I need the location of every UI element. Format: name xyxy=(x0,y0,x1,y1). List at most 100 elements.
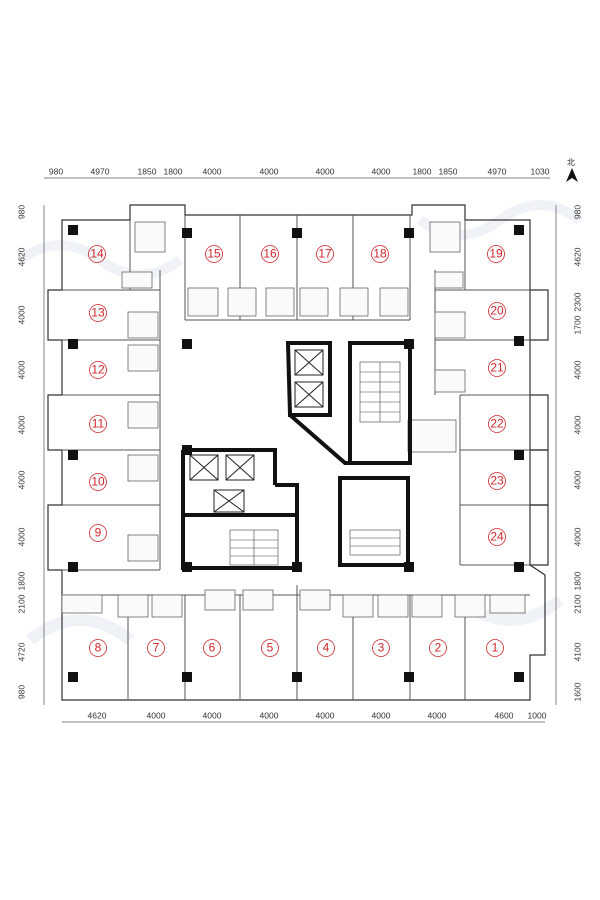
room-number-label: 9 xyxy=(95,526,102,540)
room-number-label: 15 xyxy=(207,247,221,261)
dimension-labels-left: 9804620400040004000400040001800210047209… xyxy=(16,205,26,699)
room-number-label: 6 xyxy=(209,641,216,655)
room-number-label: 21 xyxy=(490,361,504,375)
dimension-label-right: 980 xyxy=(572,205,582,219)
room-number-label: 20 xyxy=(490,304,504,318)
dimension-label-bottom: 4000 xyxy=(316,710,335,720)
elevators xyxy=(189,349,324,513)
room-number-circle xyxy=(203,639,221,657)
dimension-label-right: 4100 xyxy=(572,642,582,661)
room-number-circle xyxy=(261,245,279,263)
room-number-label: 19 xyxy=(489,247,503,261)
room-number-circle xyxy=(317,639,335,657)
dimension-label-bottom: 4000 xyxy=(203,710,222,720)
dimension-label-right: 4000 xyxy=(572,470,582,489)
room-number-label: 13 xyxy=(91,306,105,320)
dimension-label-left: 4720 xyxy=(16,642,26,661)
room-number-circle xyxy=(261,639,279,657)
room-number-circle xyxy=(89,473,107,491)
room-number-label: 5 xyxy=(267,641,274,655)
dimension-label-left: 4000 xyxy=(16,470,26,489)
room-number-circle xyxy=(487,245,505,263)
room-number-circle xyxy=(316,245,334,263)
dimension-label-bottom: 4000 xyxy=(147,710,166,720)
dimension-label-right: 1700 xyxy=(572,315,582,334)
dimension-label-top: 1850 xyxy=(138,166,157,176)
room-number-circle xyxy=(205,245,223,263)
dimension-label-bottom: 4000 xyxy=(260,710,279,720)
stairs xyxy=(229,361,401,566)
dimension-label-top: 1030 xyxy=(531,166,550,176)
room-number-label: 10 xyxy=(91,475,105,489)
dimension-label-top: 4970 xyxy=(488,166,507,176)
room-number-circle xyxy=(89,524,107,542)
bathrooms xyxy=(61,221,526,618)
dimension-label-bottom: 4600 xyxy=(495,710,514,720)
room-number-circle xyxy=(371,245,389,263)
room-number-circle xyxy=(372,639,390,657)
dimension-label-left: 4000 xyxy=(16,360,26,379)
dimension-label-left: 4620 xyxy=(16,247,26,266)
room-number-circle xyxy=(488,415,506,433)
room-number-label: 24 xyxy=(490,530,504,544)
room-number-label: 4 xyxy=(323,641,330,655)
room-number-label: 3 xyxy=(378,641,385,655)
dimension-label-right: 4620 xyxy=(572,247,582,266)
dimension-label-left: 980 xyxy=(16,685,26,699)
room-number-circle xyxy=(488,528,506,546)
room-number-circle xyxy=(488,472,506,490)
dimension-label-top: 4000 xyxy=(316,166,335,176)
dimension-label-left: 4000 xyxy=(16,305,26,324)
columns xyxy=(68,225,524,682)
dimension-label-right: 4000 xyxy=(572,527,582,546)
dimension-label-top: 1850 xyxy=(439,166,458,176)
dimension-lines xyxy=(43,177,557,723)
dimension-label-bottom: 1000 xyxy=(528,710,547,720)
room-number-label: 12 xyxy=(91,363,105,377)
dimension-label-right: 2300 xyxy=(572,292,582,311)
room-number-label: 7 xyxy=(153,641,160,655)
dimension-label-bottom: 4000 xyxy=(428,710,447,720)
dimension-label-right: 4000 xyxy=(572,360,582,379)
room-number-circle xyxy=(89,304,107,322)
dimension-label-top: 4000 xyxy=(203,166,222,176)
dimension-label-top: 980 xyxy=(49,166,63,176)
room-number-label: 14 xyxy=(90,247,104,261)
room-number-circle xyxy=(89,415,107,433)
room-number-label: 23 xyxy=(490,474,504,488)
dimension-label-left: 980 xyxy=(16,205,26,219)
dimension-label-right: 1600 xyxy=(572,682,582,701)
dimension-label-left: 1800 xyxy=(16,571,26,590)
room-number-circle xyxy=(486,639,504,657)
room-number-circle xyxy=(88,245,106,263)
dimension-label-top: 4970 xyxy=(91,166,110,176)
dimension-label-right: 4000 xyxy=(572,415,582,434)
dimension-label-top: 4000 xyxy=(260,166,279,176)
room-number-circle xyxy=(429,639,447,657)
dimension-label-top: 1800 xyxy=(413,166,432,176)
dimension-label-left: 2100 xyxy=(16,594,26,613)
room-number-label: 11 xyxy=(92,417,105,431)
dimension-label-top: 1800 xyxy=(164,166,183,176)
dimension-label-bottom: 4000 xyxy=(372,710,391,720)
room-number-label: 8 xyxy=(95,641,102,655)
dimension-label-right: 1800 xyxy=(572,571,582,590)
dimension-label-right: 2100 xyxy=(572,594,582,613)
room-number-circle xyxy=(488,359,506,377)
dimension-labels-right: 980 4620 2300 1700 4000 4000 4000 4000 1800 2100 4… xyxy=(572,205,582,702)
north-compass: 北 xyxy=(566,158,578,182)
room-number-label: 17 xyxy=(318,247,332,261)
room-number-label: 22 xyxy=(490,417,504,431)
north-arrow-icon xyxy=(566,168,578,182)
room-number-circle xyxy=(89,639,107,657)
north-label: 北 xyxy=(567,158,575,167)
room-number-circle xyxy=(488,302,506,320)
room-number-circle xyxy=(89,361,107,379)
room-number-label: 1 xyxy=(492,641,499,655)
room-number-label: 18 xyxy=(373,247,387,261)
room-number-label: 16 xyxy=(263,247,277,261)
room-number-circle xyxy=(147,639,165,657)
